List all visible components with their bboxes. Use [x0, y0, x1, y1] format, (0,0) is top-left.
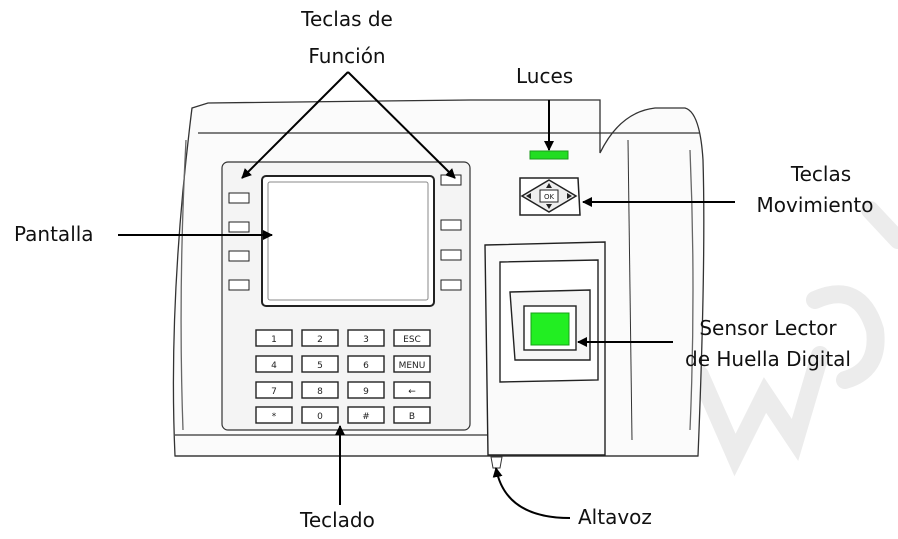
keypad-key[interactable] [255, 329, 293, 347]
fingerprint-sensor [530, 312, 570, 346]
watermark [691, 201, 898, 477]
keypad-key-label: B [409, 412, 415, 422]
keypad-key[interactable] [347, 329, 385, 347]
keypad-key[interactable] [393, 355, 431, 373]
keypad-key-label: 4 [271, 361, 277, 371]
label-sensor-line2: de Huella Digital [685, 347, 851, 371]
nav-right-icon[interactable] [567, 193, 572, 199]
label-function-keys: Teclas de Función [272, 5, 422, 71]
keypad-key[interactable] [347, 381, 385, 399]
function-key[interactable] [440, 249, 462, 261]
keypad-key-label: 6 [363, 361, 369, 371]
label-function-keys-line2: Función [308, 44, 386, 68]
keypad-key-label: 9 [363, 387, 369, 397]
keypad-key[interactable] [393, 329, 431, 347]
keypad: 1 2 3 ESC 4 5 6 MENU 7 8 9 ← * 0 # B [255, 329, 431, 424]
keypad-key[interactable] [301, 329, 339, 347]
nav-left-icon[interactable] [526, 193, 531, 199]
keypad-key[interactable] [393, 381, 431, 399]
nav-ok-label: OK [544, 193, 555, 201]
keypad-key-label: # [362, 412, 370, 422]
keypad-key-label: 1 [271, 335, 277, 345]
keypad-key[interactable] [301, 355, 339, 373]
keypad-key-label: 5 [317, 361, 323, 371]
label-movement-keys-line2: Movimiento [756, 193, 874, 217]
keypad-key-label: 0 [317, 412, 323, 422]
keypad-key[interactable] [255, 381, 293, 399]
function-key[interactable] [228, 250, 250, 262]
keypad-key[interactable] [301, 406, 339, 424]
label-function-keys-line1: Teclas de [301, 7, 393, 31]
nav-down-icon[interactable] [546, 204, 552, 209]
label-speaker: Altavoz [578, 505, 652, 529]
keypad-key-label: ESC [403, 335, 421, 345]
keypad-key-label: * [272, 412, 277, 422]
function-key[interactable] [440, 219, 462, 231]
keypad-key-label: 3 [363, 335, 369, 345]
keypad-key[interactable] [301, 381, 339, 399]
function-key[interactable] [440, 279, 462, 291]
keypad-key[interactable] [347, 355, 385, 373]
function-key[interactable] [440, 174, 462, 186]
keypad-key[interactable] [347, 406, 385, 424]
function-key[interactable] [228, 192, 250, 204]
keypad-key-label: ← [408, 387, 416, 397]
function-key[interactable] [228, 221, 250, 233]
keypad-key[interactable] [255, 355, 293, 373]
label-movement-keys-line1: Teclas [790, 162, 852, 186]
left-function-keys [228, 192, 250, 291]
callout-arrows [118, 71, 735, 519]
keypad-key-label: MENU [399, 361, 426, 371]
fingerprint-module [484, 241, 606, 456]
nav-ok-button[interactable] [539, 189, 559, 203]
right-function-keys [440, 174, 462, 291]
speaker [490, 456, 503, 469]
label-sensor: Sensor Lector de Huella Digital [660, 314, 876, 374]
label-movement-keys: Teclas Movimiento [740, 160, 890, 220]
keypad-key-label: 8 [317, 387, 323, 397]
keypad-key[interactable] [255, 406, 293, 424]
keypad-key-label: 2 [317, 335, 323, 345]
keypad-key[interactable] [393, 406, 431, 424]
nav-up-icon[interactable] [546, 183, 552, 188]
function-key[interactable] [228, 279, 250, 291]
indicator-light [529, 150, 569, 160]
label-keypad: Teclado [300, 508, 375, 532]
navigation-pad: OK [519, 177, 581, 216]
label-screen: Pantalla [14, 222, 94, 246]
label-lights: Luces [516, 64, 574, 88]
label-sensor-line1: Sensor Lector [699, 316, 837, 340]
keypad-key-label: 7 [271, 387, 277, 397]
